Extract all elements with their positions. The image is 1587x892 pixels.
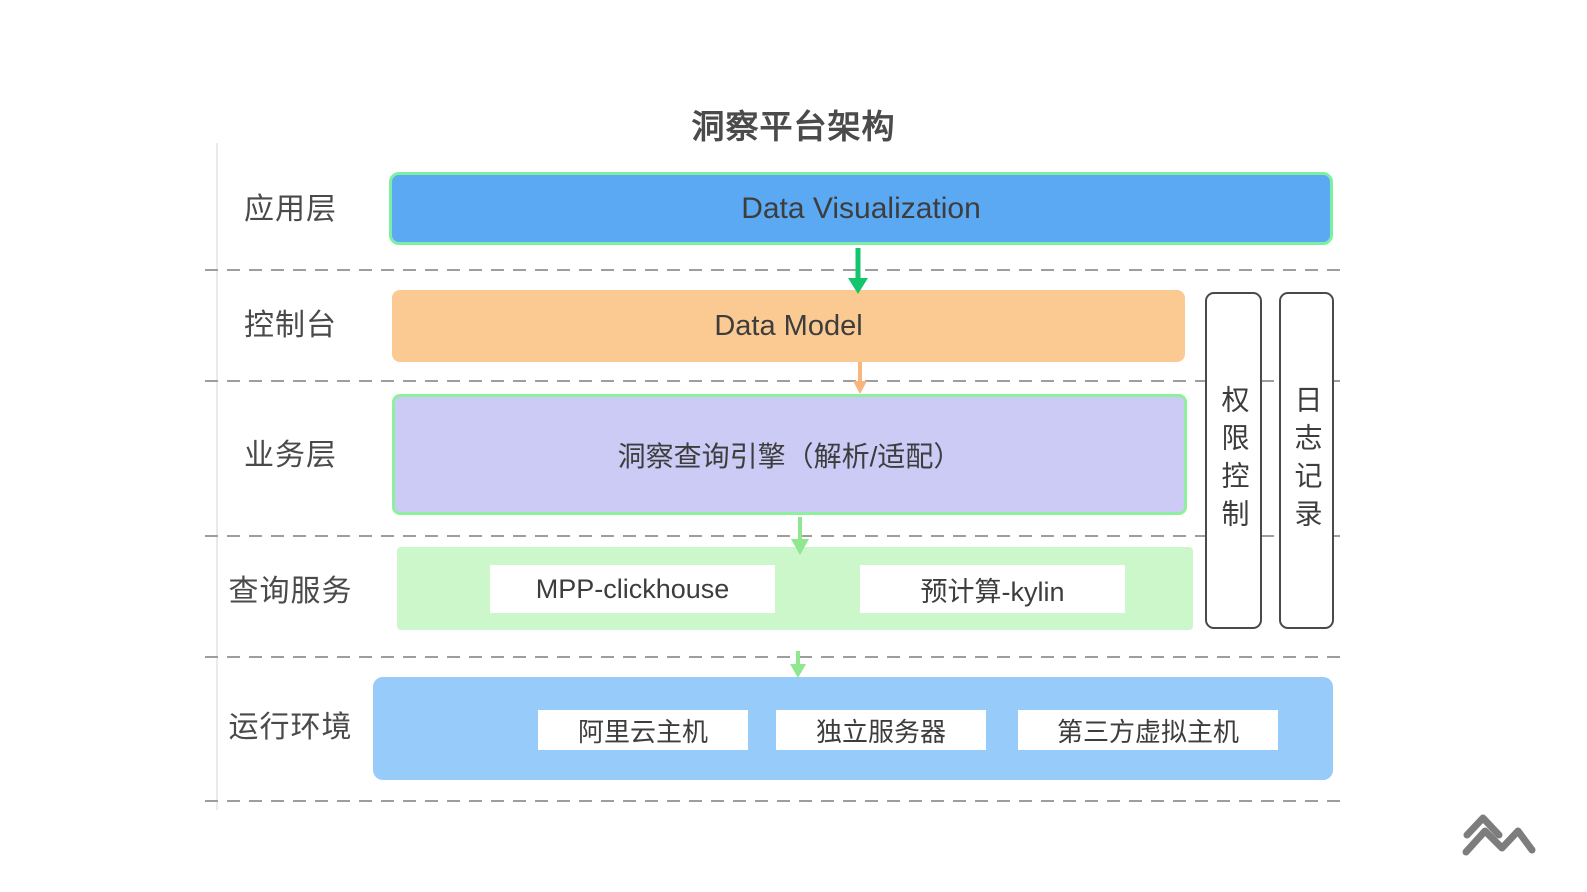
permission-control-label: 权限控制: [1218, 384, 1250, 537]
query-engine-box: 洞察查询引擎（解析/适配）: [392, 394, 1187, 515]
data-visualization-box: Data Visualization: [389, 172, 1333, 245]
data-model-box: Data Model: [392, 290, 1185, 362]
dedicated-server-chip: 独立服务器: [776, 710, 986, 750]
aliyun-host-chip: 阿里云主机: [538, 710, 748, 750]
query-services-box: MPP-clickhouse 预计算-kylin: [397, 547, 1193, 630]
runtime-environment-box: 阿里云主机 独立服务器 第三方虚拟主机: [373, 677, 1333, 780]
third-party-vm-chip: 第三方虚拟主机: [1018, 710, 1278, 750]
layer-label-query-service: 查询服务: [228, 575, 353, 608]
logo-chevrons-icon: [1462, 814, 1536, 856]
arrow-visualization-to-model: [848, 248, 868, 294]
query-engine-label: 洞察查询引擎（解析/适配）: [617, 440, 962, 472]
kylin-chip: 预计算-kylin: [860, 565, 1125, 613]
layer-label-console: 控制台: [244, 309, 337, 342]
data-visualization-label: Data Visualization: [741, 191, 981, 225]
mpp-clickhouse-chip: MPP-clickhouse: [490, 565, 775, 613]
logging-label: 日志记录: [1291, 384, 1323, 537]
layer-label-application: 应用层: [244, 193, 337, 226]
layer-label-business: 业务层: [244, 439, 337, 472]
permission-control-bar: 权限控制: [1205, 292, 1262, 629]
logging-bar: 日志记录: [1279, 292, 1334, 629]
arrow-query-to-runtime: [790, 651, 806, 678]
data-model-label: Data Model: [714, 309, 863, 342]
diagram-title: 洞察平台架构: [691, 108, 896, 145]
arrow-model-to-engine: [853, 362, 867, 394]
layer-label-runtime: 运行环境: [228, 711, 353, 744]
